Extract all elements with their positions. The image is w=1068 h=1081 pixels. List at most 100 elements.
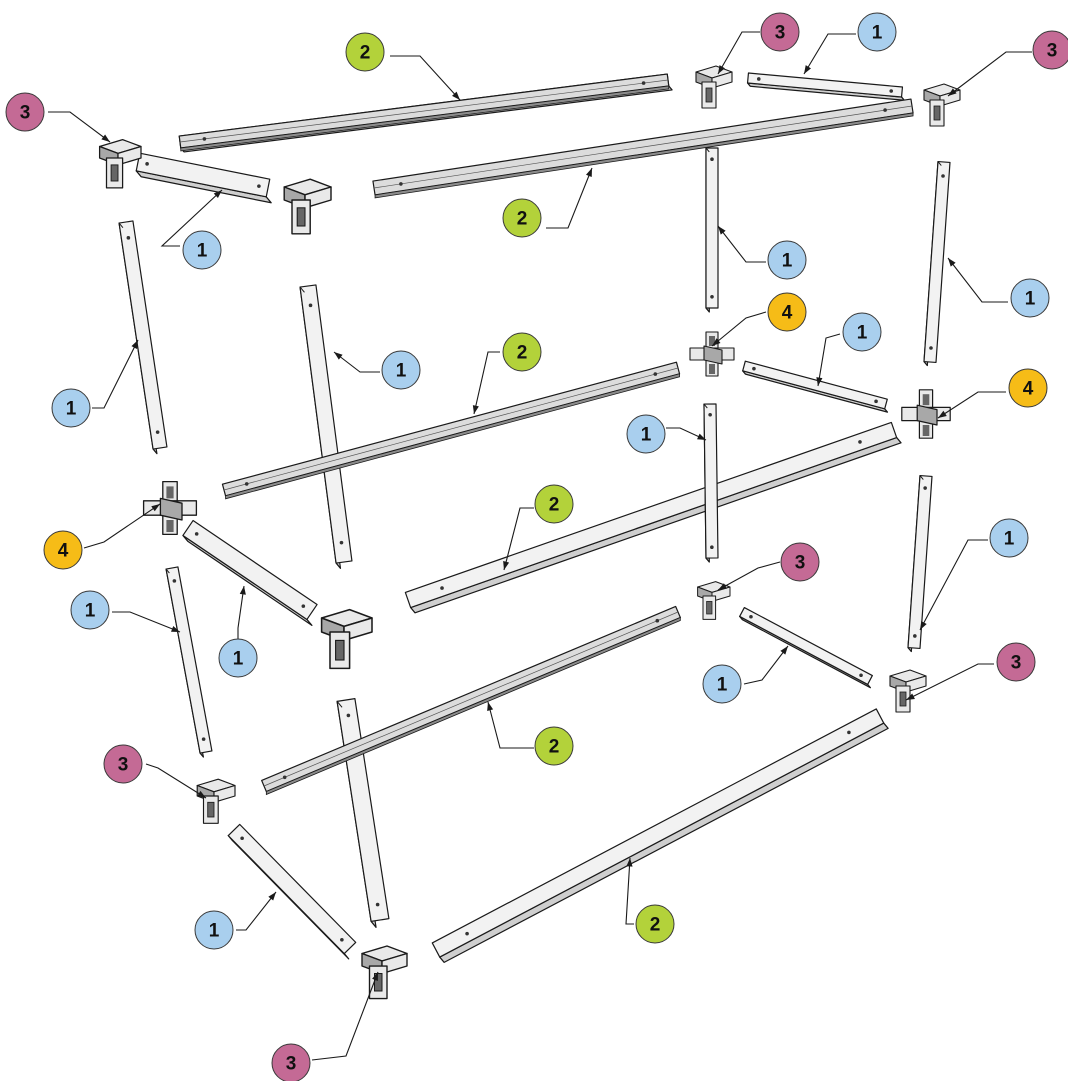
part3-bottom-front [361, 945, 408, 1000]
badge-circle [996, 642, 1036, 682]
badge-number: 1 [197, 241, 208, 262]
callout-badge-part-2: 2 [502, 332, 542, 372]
frame-connectors [98, 65, 961, 1000]
callout-badge-part-1: 1 [857, 12, 897, 52]
badge-number: 2 [517, 209, 528, 230]
badge-number: 1 [782, 251, 793, 272]
badge-number: 1 [872, 23, 883, 44]
part2-middle-back-channel [221, 361, 681, 500]
callout-arrowhead [334, 352, 343, 360]
callout-badge-part-1: 1 [218, 638, 258, 678]
callout-badge-part-4: 4 [43, 530, 83, 570]
callout-leader [905, 663, 994, 701]
callout-leader [919, 539, 988, 631]
badge-number: 1 [641, 425, 652, 446]
callout-leader [48, 111, 111, 143]
badge-circle [842, 312, 882, 352]
badge-circle [702, 664, 742, 704]
callout-leader [711, 311, 767, 347]
callout-arrowhead [503, 561, 510, 570]
callout-arrowhead [372, 972, 378, 981]
badge-number: 4 [782, 303, 793, 324]
part1-middle-back-right [742, 360, 889, 413]
badge-circle [5, 92, 45, 132]
badge-circle [767, 240, 807, 280]
part3-top-back-right [923, 83, 961, 127]
badge-circle [218, 638, 258, 678]
part4-middle-left [142, 480, 198, 536]
callout-leader [947, 51, 1032, 97]
badge-circle [70, 590, 110, 630]
callout-arrowhead [938, 410, 947, 418]
callout-arrowhead [626, 858, 633, 867]
badge-circle [381, 350, 421, 390]
callout-badge-part-3: 3 [103, 744, 143, 784]
callout-arrowhead [487, 702, 494, 711]
callout-leader [160, 189, 223, 247]
badge-number: 1 [233, 649, 244, 670]
callout-leader [743, 645, 789, 685]
callout-leader [625, 857, 634, 925]
callout-arrowhead [585, 168, 592, 177]
part1-top-left-side [135, 152, 272, 204]
callout-leader [816, 333, 841, 387]
badge-number: 3 [775, 23, 786, 44]
callout-arrowhead [816, 377, 823, 386]
callout-badge-part-1: 1 [626, 414, 666, 454]
callout-arrowhead [920, 621, 927, 630]
part2-top-middle-channel [372, 98, 914, 199]
badge-number: 1 [85, 601, 96, 622]
callout-badge-part-2: 2 [534, 726, 574, 766]
part3-bottom-left [196, 778, 236, 824]
callout-badge-part-1: 1 [767, 240, 807, 280]
callout-badge-part-3: 3 [5, 92, 45, 132]
callout-arrowhead [948, 88, 957, 96]
callout-badge-part-2: 2 [502, 198, 542, 238]
callout-leader [333, 351, 380, 373]
callout-arrowhead [697, 433, 706, 440]
part2-top-back-channel [178, 73, 670, 152]
callout-badge-part-3: 3 [1032, 30, 1068, 70]
badge-circle [534, 726, 574, 766]
badge-number: 1 [66, 399, 77, 420]
part1-bottom-back-right [739, 606, 873, 689]
callout-badge-part-4: 4 [767, 292, 807, 332]
badge-circle [182, 230, 222, 270]
badge-number: 3 [795, 553, 806, 574]
badge-circle [635, 904, 675, 944]
part3-top-left-back [98, 138, 142, 189]
callout-arrowhead [171, 625, 180, 632]
badge-number: 2 [549, 495, 560, 516]
badge-circle [103, 744, 143, 784]
part1-bottom-left-side [227, 823, 357, 960]
badge-circle [626, 414, 666, 454]
part4-middle-right [901, 389, 951, 439]
callout-arrowhead [948, 258, 956, 267]
callout-arrowhead [197, 790, 206, 798]
callout-leader [803, 33, 856, 75]
badge-number: 4 [58, 541, 69, 562]
badge-number: 1 [209, 921, 220, 942]
part2-bottom-front-long [431, 708, 889, 963]
callout-leader [311, 971, 379, 1061]
callout-badge-part-2: 2 [345, 32, 385, 72]
callout-badge-part-1: 1 [182, 230, 222, 270]
badge-number: 2 [360, 43, 371, 64]
badge-circle [345, 32, 385, 72]
callout-arrowhead [101, 134, 110, 142]
callout-arrowhead [472, 405, 479, 414]
callout-leader [666, 427, 707, 441]
callout-badge-part-1: 1 [842, 312, 882, 352]
part3-top-back-middle [695, 65, 733, 109]
callout-badge-part-3: 3 [996, 642, 1036, 682]
callout-arrowhead [452, 91, 460, 100]
callout-leader [947, 257, 1008, 303]
callout-arrowhead [718, 226, 726, 235]
part3-middle-front [320, 608, 373, 670]
callout-arrowhead [804, 65, 811, 74]
badge-number: 2 [650, 915, 661, 936]
callout-leader [717, 31, 760, 75]
callout-arrowhead [151, 504, 160, 512]
callout-arrowhead [718, 583, 727, 590]
part3-bottom-back-middle [697, 581, 731, 620]
